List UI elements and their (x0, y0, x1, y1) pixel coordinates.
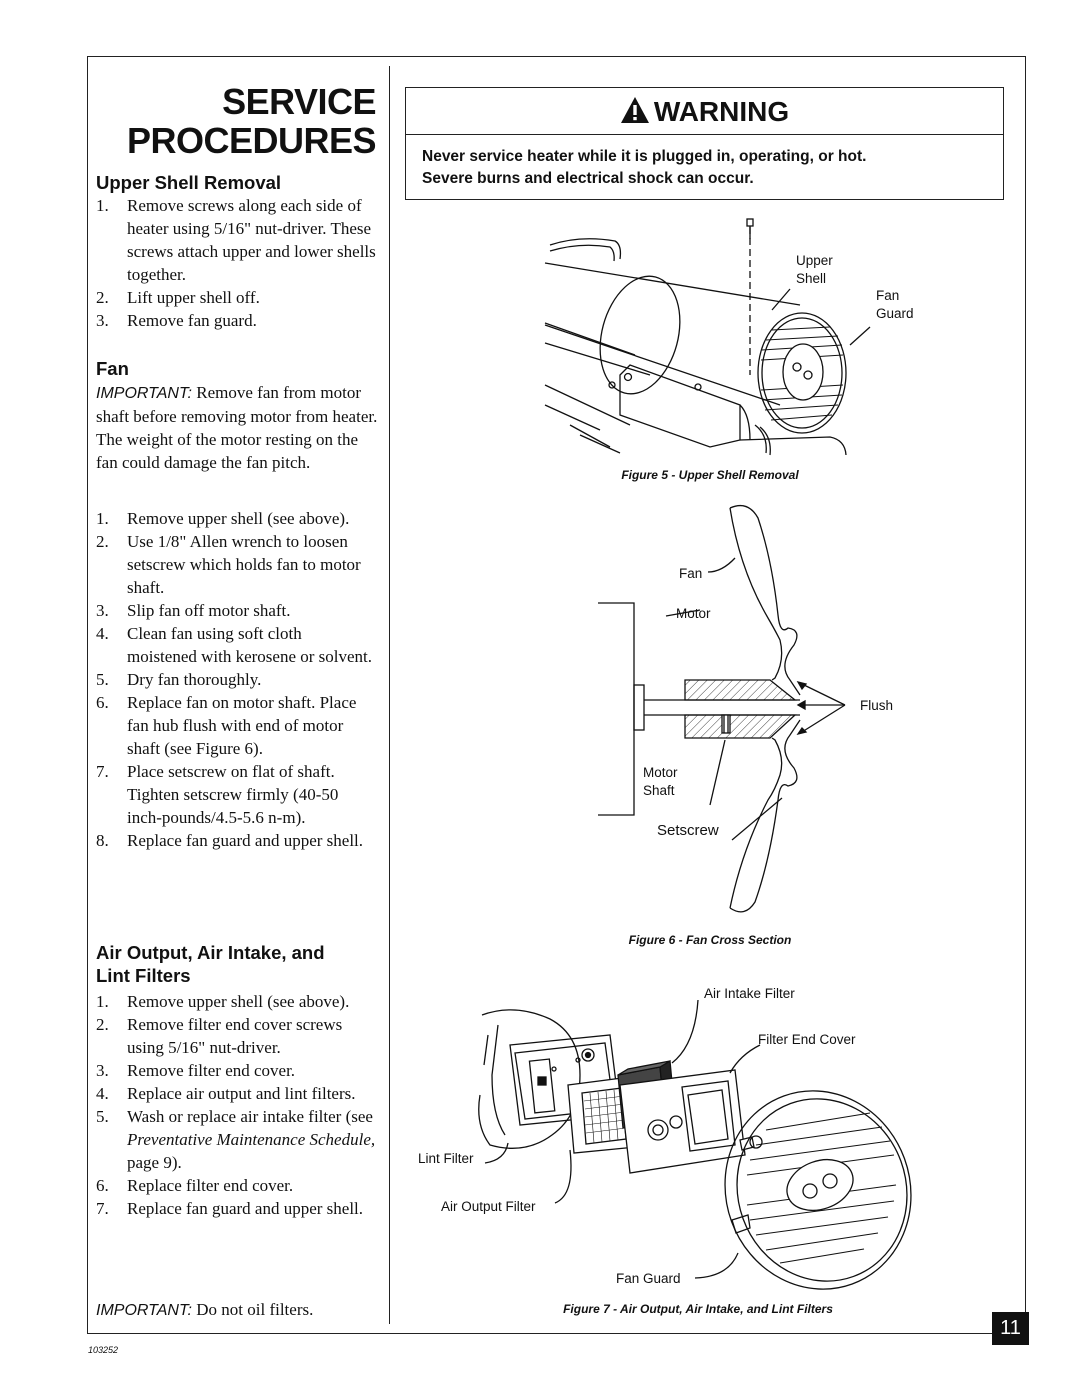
label-motor-shaft: Motor Shaft (643, 765, 678, 798)
list-item: 1.Remove screws along each side of heate… (96, 196, 376, 284)
filters-heading: Air Output, Air Intake, and Lint Filters (96, 942, 325, 986)
warning-text: Never service heater while it is plugged… (422, 148, 867, 187)
figure5-caption: Figure 5 - Upper Shell Removal (621, 468, 799, 482)
list-item: 6.Replace filter end cover. (96, 1176, 294, 1195)
warning-rule (406, 134, 1003, 135)
fan-heading: Fan (96, 358, 129, 379)
document-number: 103252 (88, 1345, 119, 1355)
label-fan-guard-7: Fan Guard (616, 1271, 681, 1286)
list-item: 4.Replace air output and lint filters. (96, 1084, 356, 1103)
list-item: 6.Replace fan on motor shaft. Place fan … (96, 693, 357, 758)
upper-shell-heading: Upper Shell Removal (96, 172, 282, 193)
filters-steps: 1.Remove upper shell (see above). 2.Remo… (96, 990, 380, 1220)
figure6-caption: Figure 6 - Fan Cross Section (628, 933, 792, 947)
page-number: 11 (992, 1312, 1029, 1345)
list-item: 5.Wash or replace air intake filter (see… (96, 1107, 376, 1172)
warning-triangle-icon (620, 97, 649, 123)
label-motor: Motor (676, 606, 711, 621)
important-label: IMPORTANT: (96, 385, 192, 402)
label-upper-shell: Upper Shell (796, 253, 833, 286)
list-item: 1.Remove upper shell (see above). (96, 992, 350, 1011)
figure5-heater-illustration (544, 218, 871, 456)
fan-steps: 1.Remove upper shell (see above). 2.Use … (96, 507, 374, 852)
list-item: 3.Remove fan guard. (96, 311, 257, 330)
label-air-output-filter: Air Output Filter (441, 1199, 536, 1214)
list-item: 2.Remove filter end cover screws using 5… (96, 1015, 343, 1057)
label-setscrew: Setscrew (657, 822, 719, 839)
list-item: 3.Remove filter end cover. (96, 1061, 296, 1080)
page-title-line2: PROCEDURES (126, 120, 377, 161)
list-item: 8.Replace fan guard and upper shell. (96, 831, 364, 850)
list-item: 3.Slip fan off motor shaft. (96, 601, 291, 620)
list-item: 7.Place setscrew on flat of shaft. Tight… (96, 762, 339, 827)
label-flush: Flush (860, 698, 894, 713)
label-air-intake-filter: Air Intake Filter (704, 986, 795, 1001)
upper-shell-steps: 1.Remove screws along each side of heate… (96, 194, 381, 332)
column-divider (389, 66, 390, 1324)
page-frame (87, 56, 1026, 1334)
list-item: 1.Remove upper shell (see above). (96, 509, 350, 528)
list-item: 2.Lift upper shell off. (96, 288, 260, 307)
label-fan-guard: Fan Guard (876, 288, 914, 321)
warning-box: WARNING Never service heater while it is… (405, 87, 1004, 200)
important-label: IMPORTANT: (96, 1302, 192, 1319)
figure6-fan-cross-section (598, 504, 846, 913)
filters-important-note: IMPORTANT: Do not oil filters. (96, 1300, 314, 1319)
label-filter-end-cover: Filter End Cover (758, 1032, 856, 1047)
figure7-filters-exploded-view (478, 999, 912, 1290)
label-lint-filter: Lint Filter (418, 1151, 474, 1166)
page-title: SERVICE PROCEDURES (126, 81, 377, 161)
list-item: 5.Dry fan thoroughly. (96, 670, 262, 689)
page-title-line1: SERVICE (222, 81, 376, 122)
warning-title: WARNING (406, 96, 1003, 128)
label-fan: Fan (679, 566, 703, 581)
list-item: 4.Clean fan using soft cloth moistened w… (96, 624, 373, 666)
list-item: 7.Replace fan guard and upper shell. (96, 1199, 364, 1218)
figure7-caption: Figure 7 - Air Output, Air Intake, and L… (563, 1302, 833, 1316)
list-item: 2.Use 1/8" Allen wrench to loosen setscr… (96, 532, 361, 597)
fan-important-note: IMPORTANT: Remove fan from motor shaft b… (96, 383, 378, 472)
